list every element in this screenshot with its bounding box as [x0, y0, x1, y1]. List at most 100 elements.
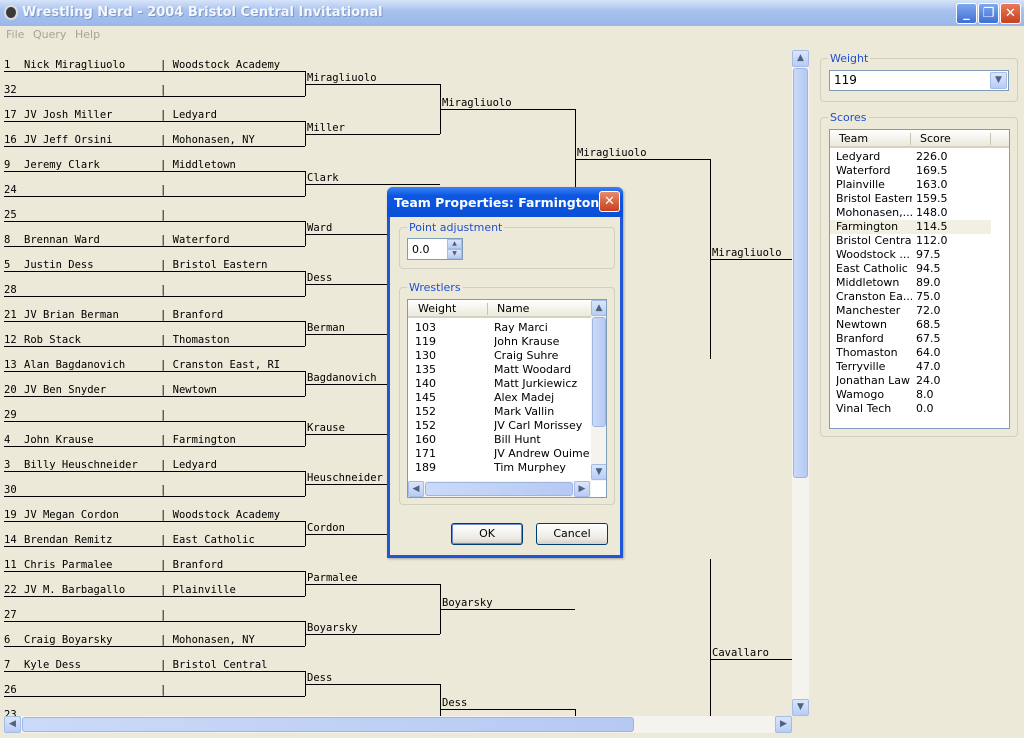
- bracket-team: | Ledyard: [160, 459, 217, 471]
- wrestlers-hscroll[interactable]: ◀ ▶: [408, 481, 591, 497]
- scroll-up-button[interactable]: ▲: [792, 50, 809, 67]
- wrestlers-scroll-right[interactable]: ▶: [574, 481, 590, 497]
- bracket-team: |: [160, 184, 167, 196]
- minimize-button[interactable]: _: [956, 3, 977, 24]
- bracket-line: [4, 321, 305, 322]
- wrestlers-scroll-up[interactable]: ▲: [591, 300, 606, 316]
- bracket-seed: 8: [4, 234, 11, 246]
- scores-team: East Catholic: [836, 262, 908, 275]
- wrestler-name: Matt Jurkiewicz: [494, 377, 578, 390]
- wrestler-weight: 119: [415, 335, 436, 348]
- bracket-line: [4, 171, 305, 172]
- wrestler-name: JV Andrew Ouimet: [494, 447, 590, 460]
- menu-help[interactable]: Help: [75, 28, 101, 41]
- bracket-seed: 5: [4, 259, 11, 271]
- spin-down-icon[interactable]: ▼: [447, 249, 462, 259]
- bracket-line: [4, 446, 305, 447]
- wrestlers-hscroll-thumb[interactable]: [425, 482, 573, 496]
- scores-row[interactable]: Mohonasen,...148.0: [830, 206, 991, 220]
- bracket-line: [4, 396, 305, 397]
- bracket-team: |: [160, 484, 167, 496]
- wrestlers-scroll-left[interactable]: ◀: [408, 481, 424, 497]
- col-weight-header[interactable]: Weight: [418, 302, 457, 315]
- scores-row[interactable]: Cranston Ea...75.0: [830, 290, 991, 304]
- wrestler-row[interactable]: 103 Ray Marci: [408, 321, 591, 335]
- scroll-left-button[interactable]: ◀: [4, 716, 21, 733]
- wrestlers-vscroll[interactable]: ▲ ▼: [591, 300, 606, 481]
- bracket-line: [4, 146, 305, 147]
- bracket-wrestler-name: Justin Dess: [24, 259, 94, 271]
- wrestler-name: Tim Murphey: [494, 461, 566, 474]
- bracket-seed: 17: [4, 109, 17, 121]
- menu-file[interactable]: File: [6, 28, 25, 41]
- bracket-team: | Branford: [160, 559, 224, 571]
- vertical-scrollbar[interactable]: ▲ ▼: [792, 50, 809, 716]
- menu-query[interactable]: Query: [33, 28, 67, 41]
- bracket-seed: 3: [4, 459, 11, 471]
- point-adjustment-value: 0.0: [412, 243, 430, 256]
- cancel-button[interactable]: Cancel: [536, 523, 608, 545]
- restore-button[interactable]: ❐: [978, 3, 999, 24]
- col-name-header[interactable]: Name: [497, 302, 530, 315]
- wrestler-weight: 103: [415, 321, 436, 334]
- bracket-wrestler-name: Chris Parmalee: [24, 559, 113, 571]
- scores-row[interactable]: Woodstock ...97.5: [830, 248, 991, 262]
- bracket-wrestler-name: Nick Miragliuolo: [24, 59, 126, 71]
- bracket-team: | Mohonasen, NY: [160, 634, 255, 646]
- wrestlers-vscroll-thumb[interactable]: [592, 317, 606, 427]
- scores-team: Woodstock ...: [836, 248, 910, 261]
- wrestlers-scroll-down[interactable]: ▼: [591, 464, 606, 480]
- scroll-right-button[interactable]: ▶: [775, 716, 792, 733]
- vertical-scroll-thumb[interactable]: [793, 68, 808, 478]
- dialog-close-button[interactable]: ✕: [599, 191, 620, 212]
- scroll-down-button[interactable]: ▼: [792, 699, 809, 716]
- wrestler-name: Ray Marci: [494, 321, 548, 334]
- chevron-down-icon[interactable]: ▼: [990, 72, 1007, 89]
- spin-up-icon[interactable]: ▲: [447, 239, 462, 249]
- bracket-line: [4, 671, 305, 672]
- point-adjustment-spinner[interactable]: 0.0 ▲ ▼: [407, 238, 463, 260]
- bracket-line: [305, 533, 440, 535]
- bracket-line: [4, 346, 305, 347]
- wrestler-weight: 160: [415, 433, 436, 446]
- bracket-line: [4, 521, 305, 522]
- col-score-header[interactable]: Score: [920, 132, 951, 145]
- bracket-team: | Bristol Central: [160, 659, 268, 671]
- horizontal-scroll-thumb[interactable]: [22, 717, 634, 732]
- close-button[interactable]: ✕: [1000, 3, 1021, 24]
- ok-button[interactable]: OK: [451, 523, 523, 545]
- col-team-header[interactable]: Team: [839, 132, 869, 145]
- weight-select[interactable]: 119 ▼: [829, 70, 1009, 91]
- horizontal-scrollbar[interactable]: ◀ ▶: [4, 716, 792, 733]
- bracket-line: [305, 683, 440, 685]
